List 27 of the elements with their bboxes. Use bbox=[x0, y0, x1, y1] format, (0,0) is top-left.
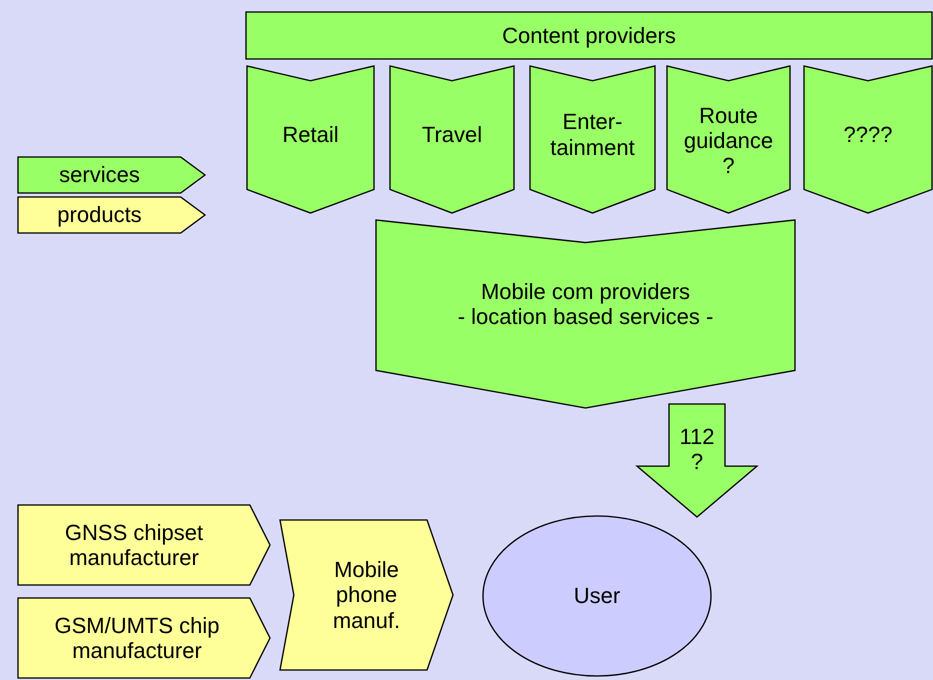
node-label: Mobile com providers bbox=[480, 278, 690, 304]
chevron-shape bbox=[390, 66, 514, 213]
node-label: Travel bbox=[422, 122, 482, 148]
node-label: Retail bbox=[282, 122, 339, 148]
block-arrow bbox=[635, 403, 759, 518]
node-label: GSM/UMTS chip manufacturer bbox=[53, 612, 221, 664]
legend-label: products bbox=[57, 202, 142, 228]
chevron-shape bbox=[667, 66, 790, 213]
node-label: ???? bbox=[844, 122, 892, 148]
node-label: GNSS chipset manufacturer bbox=[64, 520, 204, 570]
chevron-shape bbox=[376, 220, 795, 408]
edge-label: 112 ? bbox=[678, 424, 716, 475]
chevron-shape bbox=[247, 66, 374, 213]
node-label: Content providers bbox=[502, 22, 676, 48]
chevron-shape bbox=[530, 66, 655, 213]
node-label: User bbox=[574, 583, 620, 609]
user-ellipse bbox=[483, 516, 711, 676]
node-label: Enter- tainment bbox=[549, 109, 636, 160]
chevron-shape bbox=[804, 66, 932, 213]
pentagon-shape bbox=[18, 598, 270, 678]
legend-label: services bbox=[59, 162, 140, 188]
pentagon-shape bbox=[18, 505, 270, 585]
node-label: Mobile phone manuf. bbox=[332, 557, 402, 633]
node-label: Route guidance ? bbox=[682, 102, 774, 178]
chevron-shape bbox=[280, 520, 453, 670]
header-bar bbox=[246, 12, 932, 59]
node-label: - location based services - bbox=[458, 304, 714, 330]
